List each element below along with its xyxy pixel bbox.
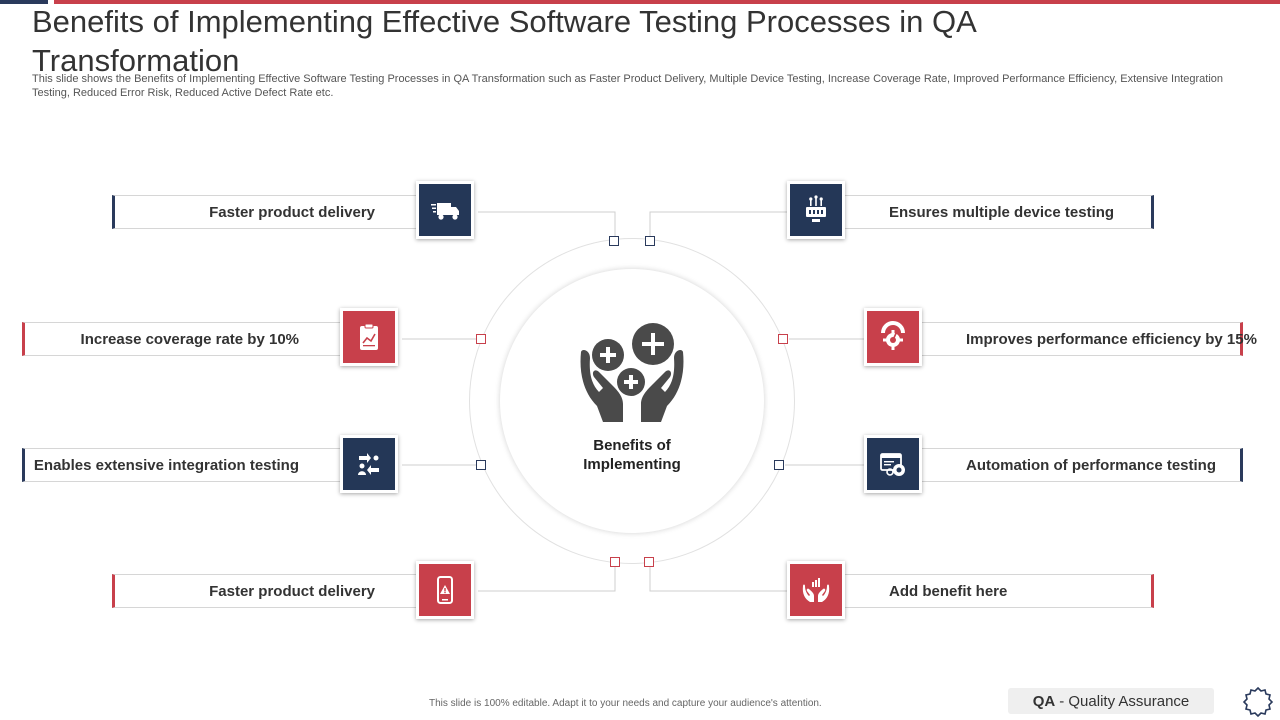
benefit-icon-box <box>787 561 845 619</box>
benefit-label: Automation of performance testing <box>966 456 1217 474</box>
delivery-truck-icon <box>431 203 459 220</box>
benefit-icon-box <box>416 561 474 619</box>
connector-node <box>645 236 655 246</box>
benefit-card-performance-efficiency: Improves performance efficiency by 15% <box>895 322 1257 356</box>
benefit-icon-box <box>340 308 398 366</box>
qa-badge-text: - Quality Assurance <box>1059 692 1190 710</box>
benefit-icon-box <box>340 435 398 493</box>
browser-gear-icon <box>880 453 905 476</box>
benefit-card-integration-testing: Enables extensive integration testing <box>22 448 372 482</box>
center-label: Benefits of Implementing <box>532 436 732 474</box>
top-accent-bar-navy <box>0 0 48 4</box>
hands-growth-icon <box>802 578 830 602</box>
center-circle <box>500 269 764 533</box>
benefit-card-add-benefit: Add benefit here <box>818 574 1154 608</box>
top-accent-bar-red <box>54 0 1280 4</box>
hands-with-plus-icon <box>580 323 684 422</box>
slide-title: Benefits of Implementing Effective Softw… <box>32 4 976 78</box>
benefit-icon-box <box>787 181 845 239</box>
benefit-label: Improves performance efficiency by 15% <box>966 330 1257 348</box>
gear-gauge-icon <box>881 321 905 350</box>
gear-logo-icon <box>1242 686 1274 718</box>
benefit-card-faster-delivery-2: Faster product delivery <box>112 574 448 608</box>
benefit-icon-box <box>864 308 922 366</box>
benefit-icon-box <box>416 181 474 239</box>
outer-ring <box>469 238 795 564</box>
clipboard-chart-icon <box>360 323 378 350</box>
benefit-card-device-testing: Ensures multiple device testing <box>818 195 1154 229</box>
benefit-label: Enables extensive integration testing <box>33 456 299 474</box>
connector-node <box>476 334 486 344</box>
benefit-label: Increase coverage rate by 10% <box>80 330 299 348</box>
connector-node <box>476 460 486 470</box>
benefit-label: Faster product delivery <box>209 582 375 600</box>
center-label-line2: Implementing <box>583 456 681 473</box>
benefit-card-faster-delivery: Faster product delivery <box>112 195 448 229</box>
connector-node <box>609 236 619 246</box>
footer-note: This slide is 100% editable. Adapt it to… <box>429 698 822 709</box>
mobile-warning-icon <box>437 576 453 604</box>
connector-node <box>644 557 654 567</box>
center-label-line1: Benefits of <box>593 437 671 454</box>
benefit-icon-box <box>864 435 922 493</box>
benefit-label: Ensures multiple device testing <box>889 203 1115 221</box>
benefit-card-coverage-rate: Increase coverage rate by 10% <box>22 322 372 356</box>
benefit-card-automation: Automation of performance testing <box>895 448 1243 482</box>
qa-badge-abbr: QA <box>1032 692 1056 710</box>
slide-subtitle: This slide shows the Benefits of Impleme… <box>32 73 1223 99</box>
device-chip-icon <box>806 195 826 222</box>
connector-node <box>778 334 788 344</box>
benefit-label: Faster product delivery <box>209 203 375 221</box>
connector-node <box>774 460 784 470</box>
qa-badge: QA - Quality Assurance <box>1008 688 1214 714</box>
integration-people-icon <box>358 453 379 475</box>
connector-node <box>610 557 620 567</box>
benefit-label: Add benefit here <box>889 582 1008 600</box>
